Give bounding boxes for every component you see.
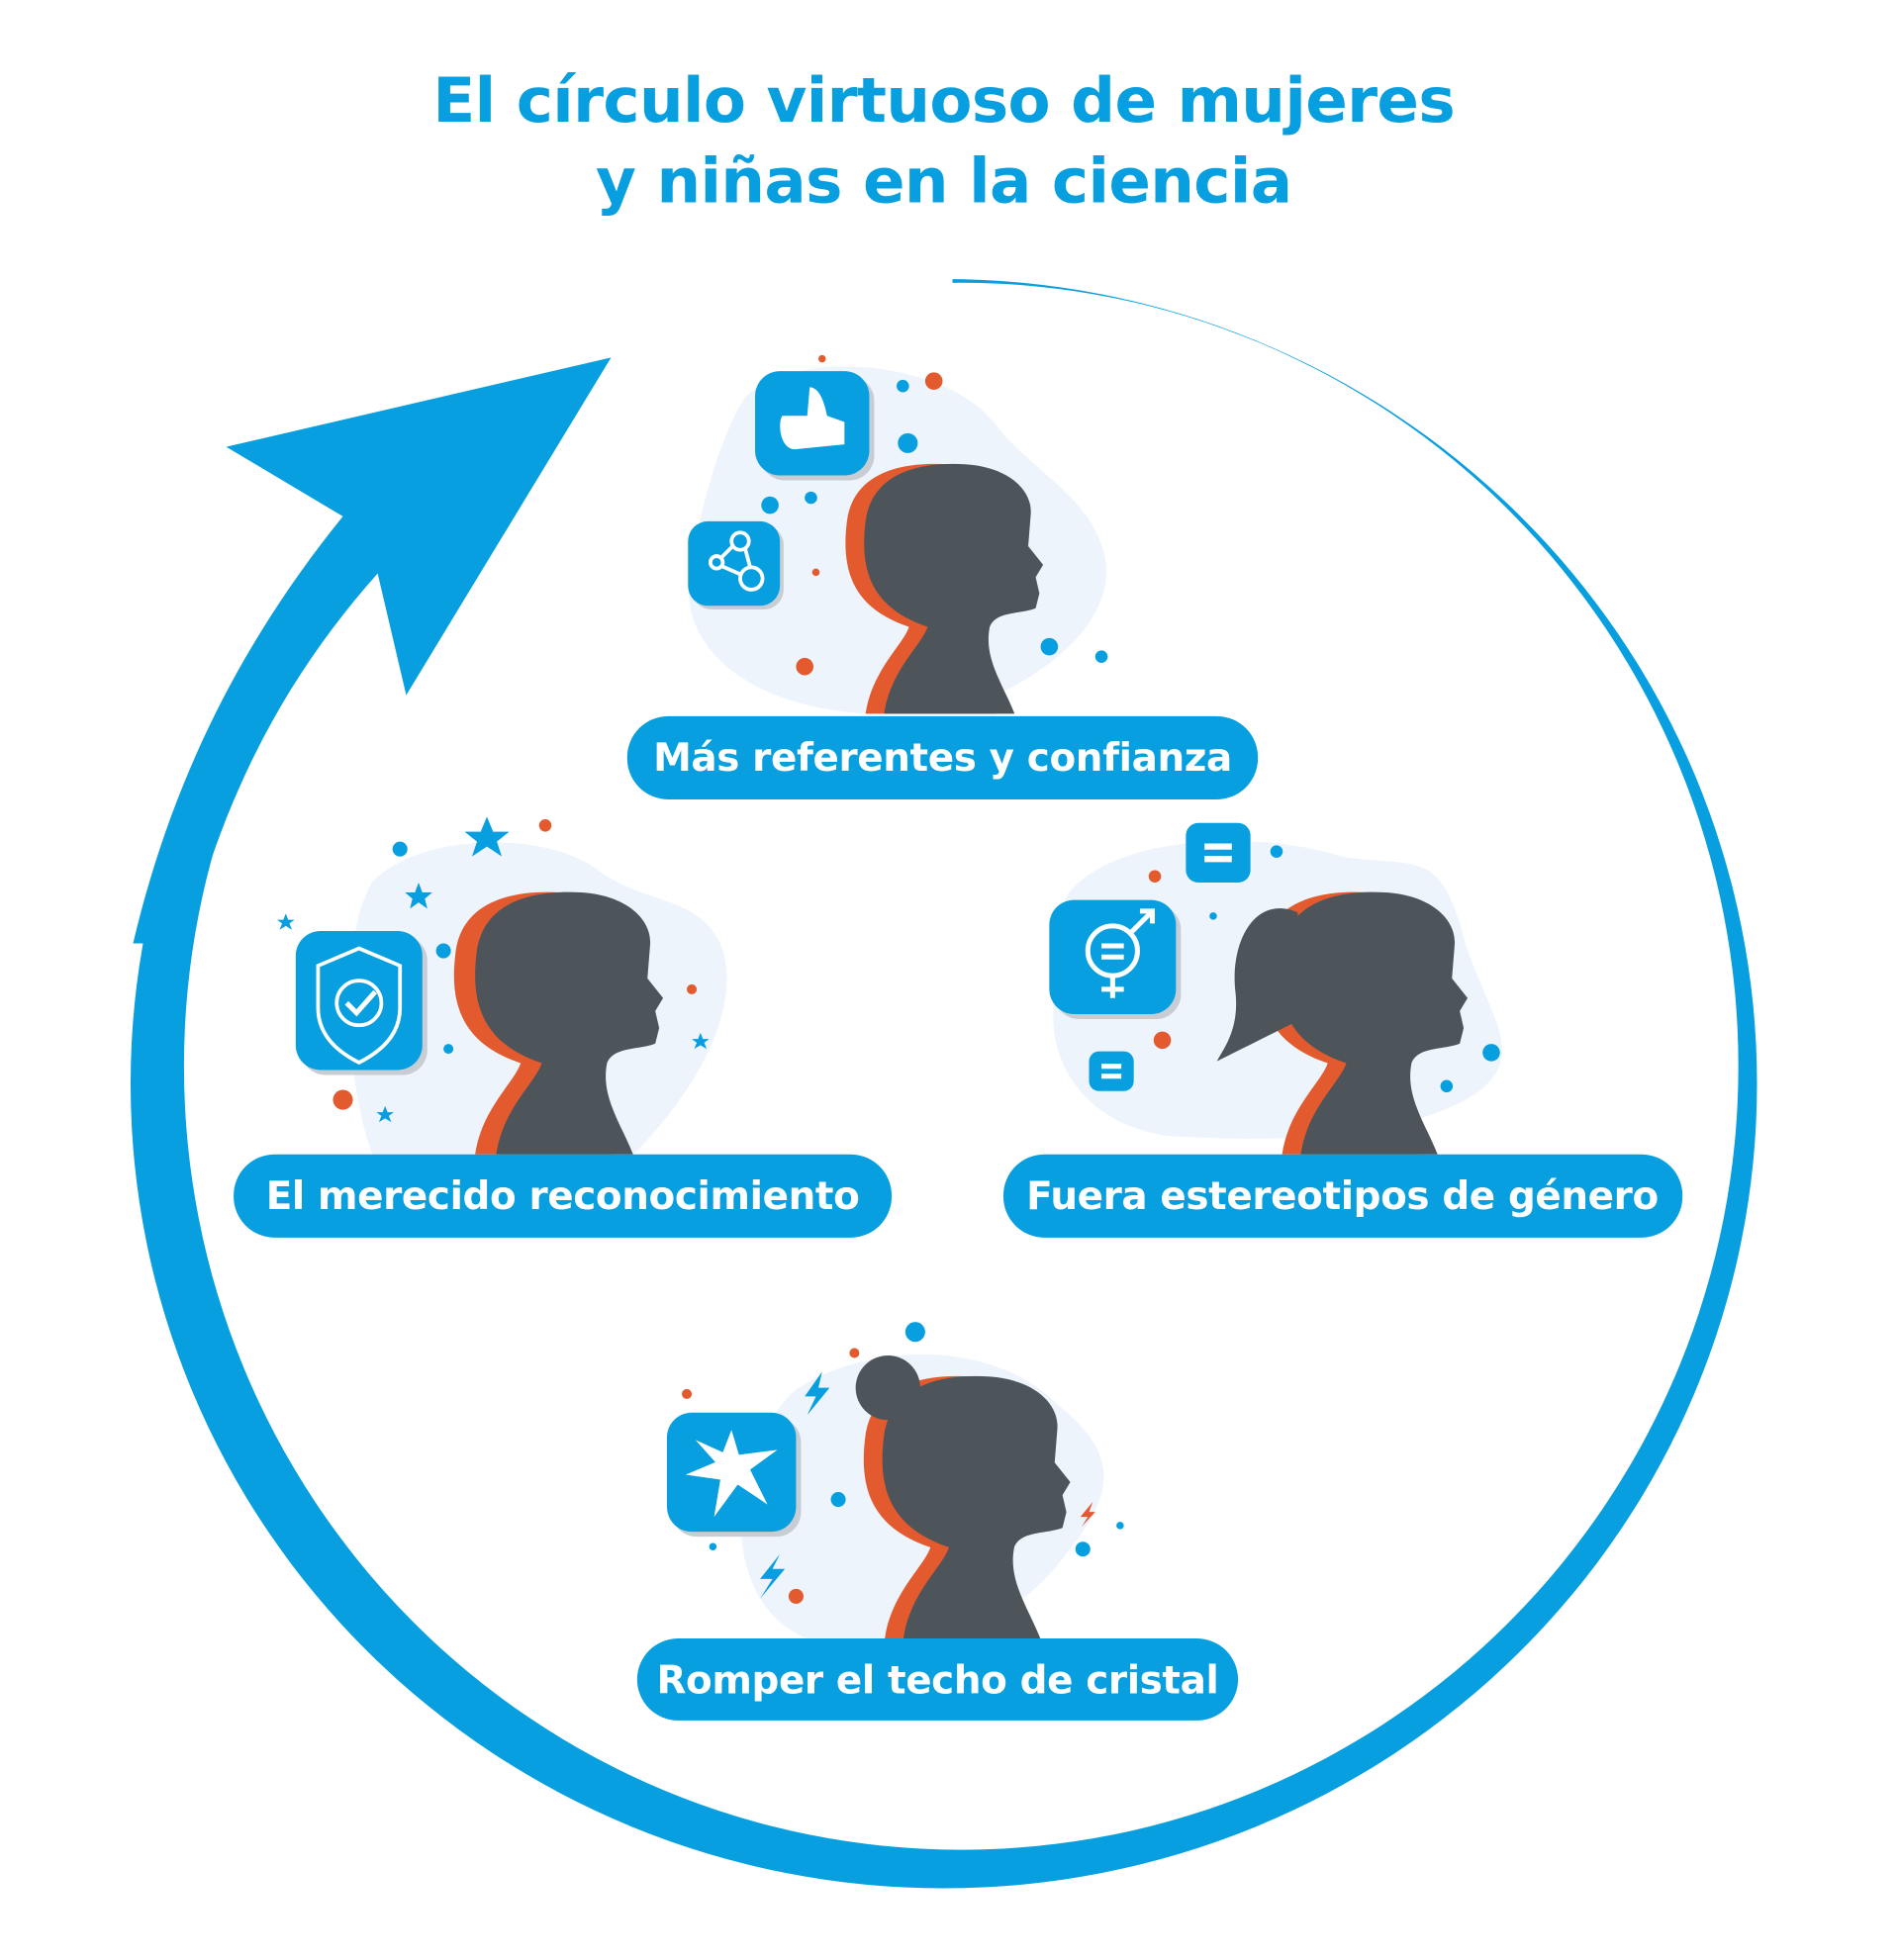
stage-label: Fuera estereotipos de género (1026, 1174, 1659, 1219)
equals-icon (1089, 822, 1251, 1091)
network-icon (688, 520, 784, 610)
stage-label-pill (1002, 1154, 1683, 1238)
star-icon (277, 816, 710, 1123)
decorative-dots (682, 1322, 1124, 1604)
stage-referentes: Más referentes y confianza (626, 354, 1259, 799)
stage-label-pill (636, 1638, 1239, 1721)
title-line-1: El círculo virtuoso de mujeres (432, 64, 1455, 137)
lightning-icon (760, 1371, 1095, 1599)
decorative-dots (1148, 845, 1500, 1093)
cycle-arrow (74, 124, 1758, 1889)
decorative-dots (332, 819, 698, 1110)
stage-label: Más referentes y confianza (653, 736, 1232, 781)
hair-bun (855, 1355, 920, 1421)
stage-label: Romper el techo de cristal (656, 1658, 1218, 1703)
stage-reconocimiento: El merecido reconocimiento (234, 816, 893, 1238)
stage-label: El merecido reconocimiento (266, 1174, 860, 1219)
arrow-head (133, 357, 612, 944)
decorative-dots (761, 354, 1108, 676)
title-line-2: y niñas en la ciencia (596, 144, 1291, 217)
stage-techo-cristal: Romper el techo de cristal (636, 1322, 1239, 1721)
stage-estereotipos: Fuera estereotipos de género (1002, 822, 1683, 1238)
thumbs-up-icon (755, 371, 875, 481)
stage-label-pill (626, 715, 1259, 799)
broken-glass-icon (666, 1412, 802, 1538)
shield-check-icon (295, 930, 428, 1075)
gender-equality-icon (1049, 899, 1182, 1020)
ponytail (1216, 908, 1304, 1062)
stage-label-pill (234, 1154, 893, 1238)
